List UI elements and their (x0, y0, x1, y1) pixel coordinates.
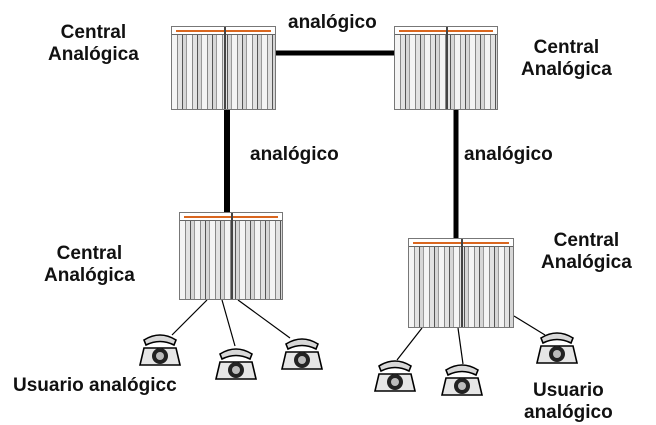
node-label-line1: Central (60, 22, 127, 43)
node-label-line2: Analógica (541, 252, 632, 273)
node-label-bottom-left: Central Analógica (44, 243, 135, 287)
telephone-icon (440, 364, 484, 396)
link-label-right: analógico (464, 144, 553, 165)
telephone-icon (373, 360, 417, 392)
exchange-bottom-right (408, 238, 514, 328)
cabinet-divider (446, 27, 448, 109)
telephone-icon (280, 338, 324, 370)
node-label-top-right: Central Analógica (521, 37, 612, 81)
user-label-right: Usuario analógico (524, 380, 613, 424)
exchange-bottom-left (179, 212, 283, 300)
subscriber-line (513, 315, 546, 336)
link-label-top: analógico (288, 12, 377, 33)
cabinet-divider (461, 239, 463, 327)
exchange-top-right (394, 26, 498, 110)
node-label-line1: Central (56, 243, 123, 264)
telephone-icon (214, 348, 258, 380)
telephone-icon (138, 334, 182, 366)
cabinet-divider (231, 213, 233, 299)
user-label-line2: analógico (524, 402, 613, 423)
node-label-line2: Analógica (48, 44, 139, 65)
node-label-top-left: Central Analógica (48, 22, 139, 66)
telephone-icon (535, 332, 579, 364)
node-label-line2: Analógica (521, 59, 612, 80)
node-label-line1: Central (553, 230, 620, 251)
subscriber-line (171, 299, 208, 336)
cabinet-divider (223, 27, 226, 109)
user-label-left: Usuario analógicc (13, 375, 177, 396)
node-label-line1: Central (533, 37, 600, 58)
user-label-line1: Usuario (532, 380, 604, 401)
node-label-bottom-right: Central Analógica (541, 230, 632, 274)
subscriber-line (221, 299, 236, 347)
subscriber-line (457, 327, 464, 365)
subscriber-line (396, 327, 423, 361)
exchange-top-left (171, 26, 276, 110)
node-label-line2: Analógica (44, 265, 135, 286)
subscriber-line (237, 299, 291, 339)
link-label-left: analógico (250, 144, 339, 165)
